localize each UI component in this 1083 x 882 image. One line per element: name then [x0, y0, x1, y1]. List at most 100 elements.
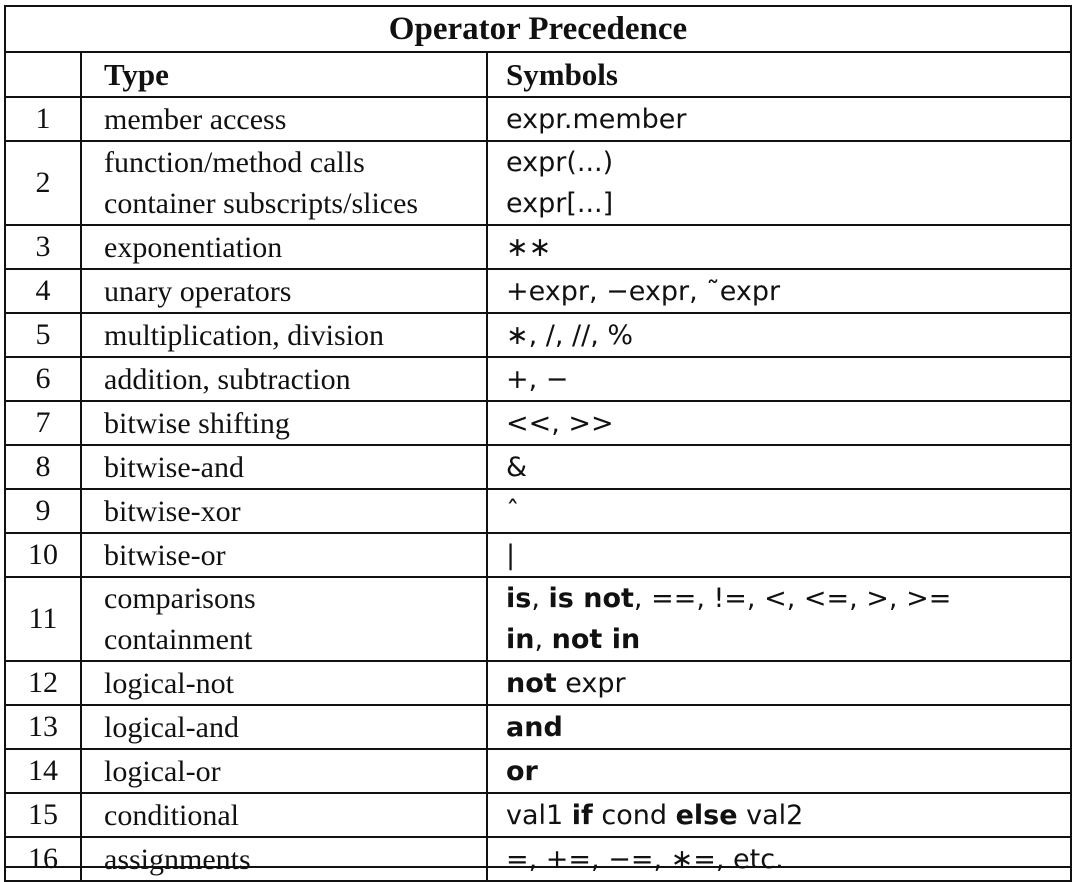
symbol-line: ∗∗ [506, 227, 1070, 268]
keyword: if [571, 799, 593, 831]
operator-type-line: comparisons [104, 582, 256, 615]
operator-type-line: logical-or [104, 754, 221, 788]
precedence-number: 13 [4, 704, 82, 750]
symbol-text: ˆ [506, 495, 520, 527]
precedence-number: 3 [4, 224, 82, 270]
symbol-line: in, not in [506, 619, 1070, 660]
keyword: and [506, 711, 563, 743]
operator-symbols: not expr [486, 660, 1072, 706]
symbol-text: val2 [737, 799, 804, 831]
table-row: 14 logical-or or [4, 748, 1072, 794]
operator-type: bitwise-xor [80, 488, 488, 534]
symbol-text: expr[...] [506, 188, 614, 219]
precedence-number: 7 [4, 400, 82, 446]
operator-type-line: exponentiation [104, 230, 283, 264]
precedence-number: 14 [4, 748, 82, 794]
operator-type: logical-and [80, 704, 488, 750]
symbol-line: expr[...] [506, 183, 1070, 224]
keyword: not in [551, 624, 641, 655]
symbol-text: , ==, !=, <, <=, >, >= [633, 583, 952, 614]
operator-type: comparisons containment [80, 576, 488, 662]
symbol-line: =, +=, −=, ∗=, etc. [506, 839, 1070, 880]
operator-type-line: multiplication, division [104, 318, 384, 352]
operator-type: bitwise shifting [80, 400, 488, 446]
symbol-text: expr [556, 667, 626, 699]
operator-symbols: & [486, 444, 1072, 490]
operator-symbols: and [486, 704, 1072, 750]
title-row: Operator Precedence [4, 5, 1072, 53]
symbol-line: <<, >> [506, 403, 1070, 444]
operator-symbols: ∗, /, //, % [486, 312, 1072, 358]
operator-symbols: | [486, 532, 1072, 578]
operator-type-line: bitwise-and [104, 450, 244, 484]
operator-symbols: val1 if cond else val2 [486, 792, 1072, 838]
symbol-text: ∗, /, //, % [506, 319, 634, 351]
precedence-number: 8 [4, 444, 82, 490]
operator-symbols: ˆ [486, 488, 1072, 534]
operator-type-line: containment [104, 623, 253, 656]
precedence-number: 5 [4, 312, 82, 358]
table-row: 3 exponentiation ∗∗ [4, 224, 1072, 270]
precedence-number: 15 [4, 792, 82, 838]
keyword: or [506, 755, 538, 787]
symbol-line: val1 if cond else val2 [506, 795, 1070, 836]
symbol-line: & [506, 447, 1070, 488]
symbol-line: and [506, 707, 1070, 748]
operator-type-line: bitwise shifting [104, 406, 290, 440]
keyword: in [506, 624, 535, 655]
operator-type: logical-not [80, 660, 488, 706]
operator-type: bitwise-or [80, 532, 488, 578]
symbol-text: =, +=, −=, ∗=, etc. [506, 843, 784, 875]
symbol-line: expr(...) [506, 142, 1070, 183]
symbol-text: +, − [506, 363, 569, 395]
operator-type: bitwise-and [80, 444, 488, 490]
operator-type: logical-or [80, 748, 488, 794]
symbol-line: ˆ [506, 491, 1070, 532]
keyword: is [506, 583, 532, 614]
symbol-text: +expr, −expr, ˜expr [506, 275, 781, 307]
symbol-line: | [506, 535, 1070, 576]
operator-type: addition, subtraction [80, 356, 488, 402]
symbol-line: not expr [506, 663, 1070, 704]
table-row: 11 comparisons containment is, is not, ==, … [4, 576, 1072, 662]
operator-type-line: logical-and [104, 710, 239, 744]
operator-symbols: +, − [486, 356, 1072, 402]
symbol-line: ∗, /, //, % [506, 315, 1070, 356]
table-title: Operator Precedence [4, 5, 1072, 53]
operator-symbols: +expr, −expr, ˜expr [486, 268, 1072, 314]
operator-symbols: ∗∗ [486, 224, 1072, 270]
precedence-number: 6 [4, 356, 82, 402]
symbol-text: , [531, 583, 549, 614]
symbol-line: +expr, −expr, ˜expr [506, 271, 1070, 312]
operator-type: exponentiation [80, 224, 488, 270]
table-row: 7 bitwise shifting <<, >> [4, 400, 1072, 446]
precedence-number: 4 [4, 268, 82, 314]
symbol-text: expr(...) [506, 147, 614, 178]
keyword: not [506, 667, 557, 699]
operator-type: unary operators [80, 268, 488, 314]
precedence-number: 10 [4, 532, 82, 578]
operator-type: multiplication, division [80, 312, 488, 358]
symbol-text: cond [592, 799, 676, 831]
keyword: is not [548, 583, 634, 614]
precedence-number: 1 [4, 96, 82, 142]
bottom-rule [4, 866, 1072, 868]
precedence-number: 11 [4, 576, 82, 662]
symbol-text: | [506, 539, 516, 571]
operator-type-line: addition, subtraction [104, 362, 351, 396]
precedence-number: 9 [4, 488, 82, 534]
operator-type-line: bitwise-xor [104, 494, 241, 528]
keyword: else [675, 799, 738, 831]
symbol-text: <<, >> [506, 407, 614, 439]
operator-type-line: logical-not [104, 666, 234, 700]
precedence-number: 2 [4, 140, 82, 226]
